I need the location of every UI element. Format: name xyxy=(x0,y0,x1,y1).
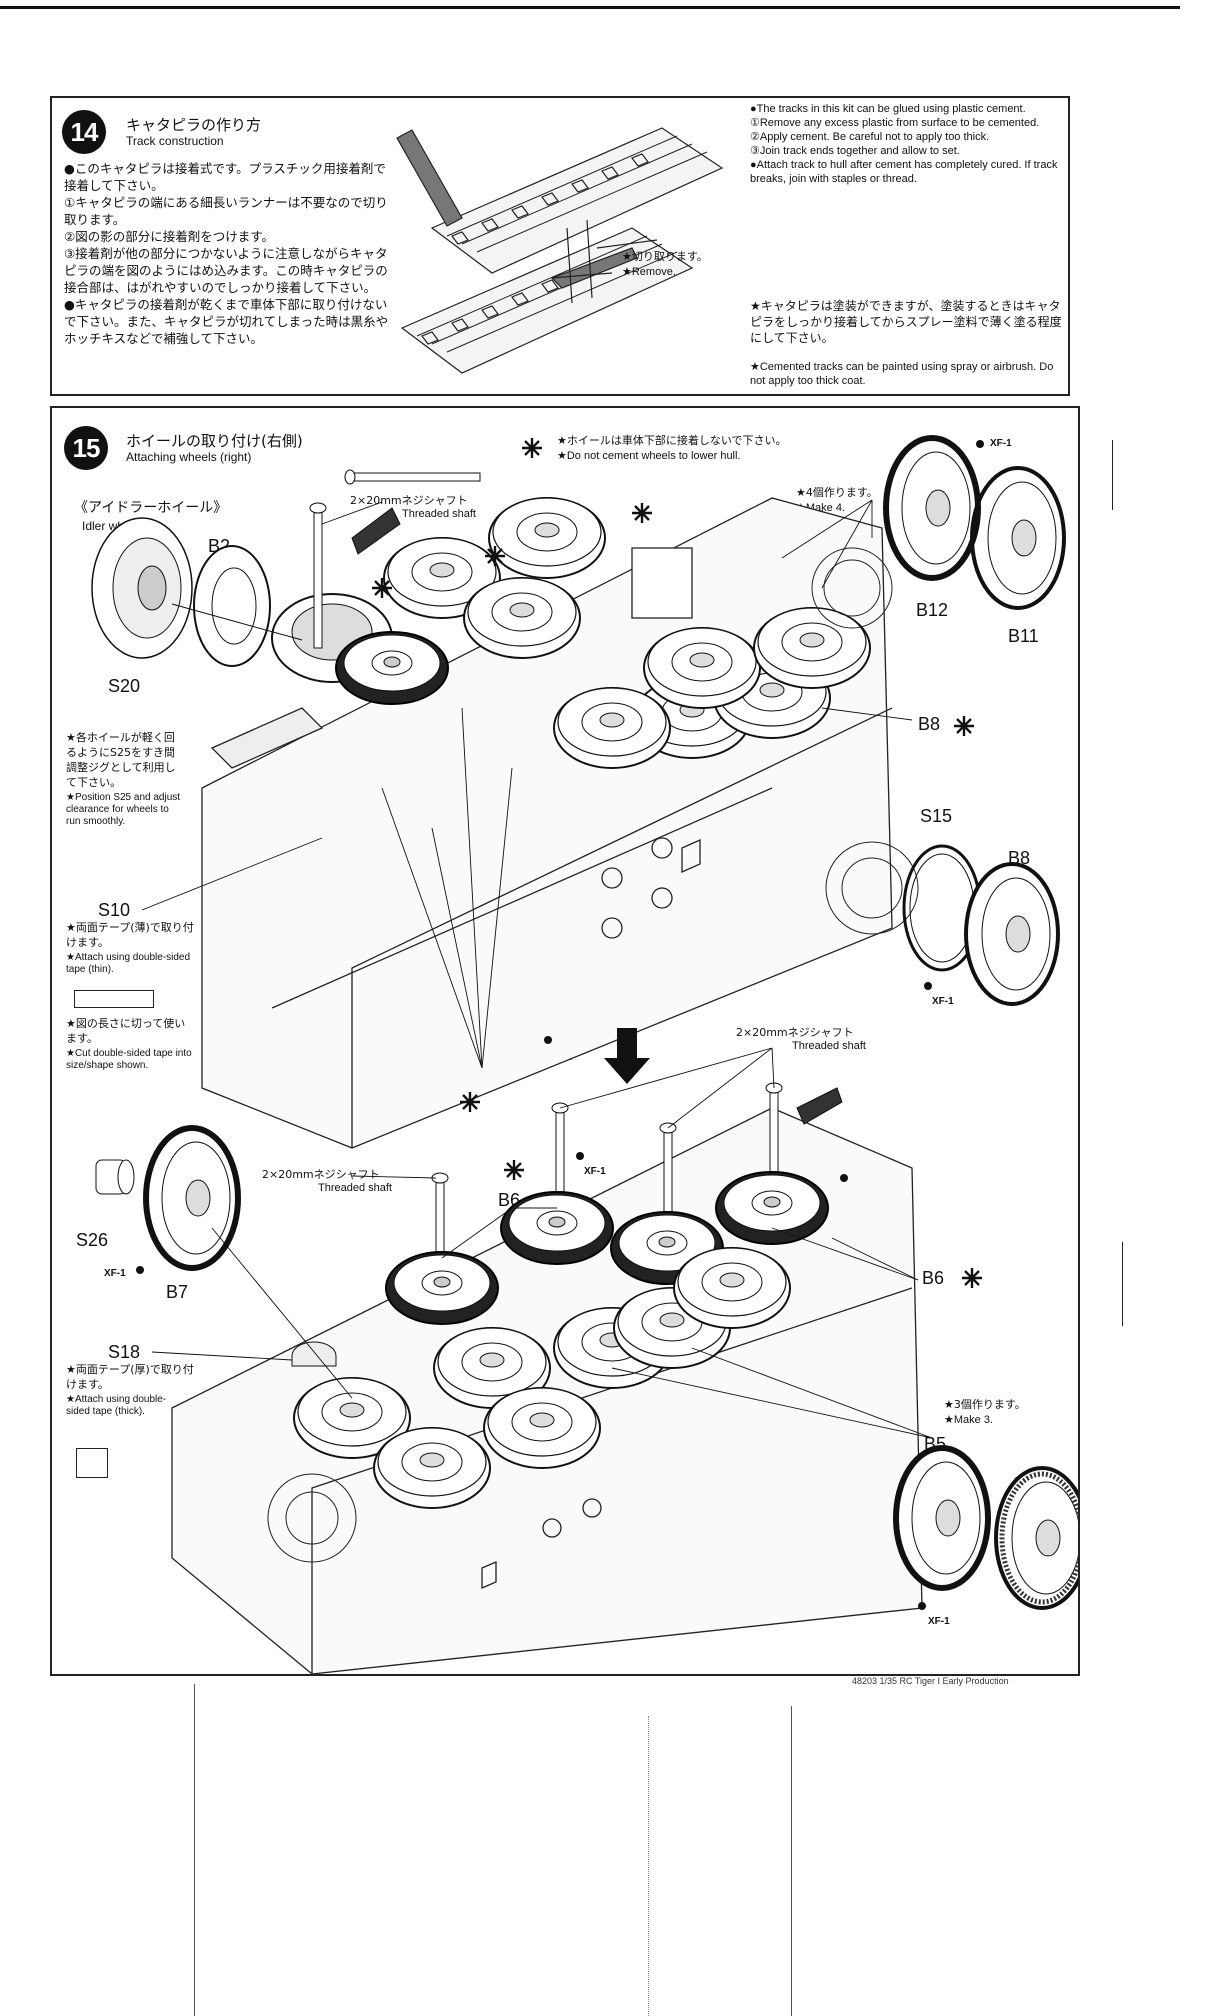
top-rule xyxy=(0,6,1180,9)
step14-paint-jp: ★キャタピラは塗装ができますが、塗装するときはキャタピラをしっかり接着してからス… xyxy=(750,299,1062,345)
part-S18: S18 xyxy=(108,1342,141,1362)
step15-panel: 15 ホイールの取り付け(右側) Attaching wheels (right… xyxy=(50,406,1080,1676)
margin-mark-1 xyxy=(1112,440,1113,510)
step14-title-jp: キャタピラの作り方 xyxy=(126,116,262,134)
page-footer: 48203 1/35 RC Tiger I Early Production xyxy=(852,1676,1009,1686)
step14-remove-en: ★Remove. xyxy=(622,266,676,278)
part-S26: S26 xyxy=(76,1230,109,1250)
step14-badge: 14 xyxy=(62,110,106,154)
step14-title-en: Track construction xyxy=(126,134,224,148)
jig-note-en: ★Position S25 and adjust clearance for w… xyxy=(66,792,181,827)
tape-thick-shape xyxy=(76,1448,108,1478)
shaft-label-1-jp: 2×20mmネジシャフト xyxy=(350,494,468,507)
step14-body-jp: ●このキャタピラは接着式です。プラスチック用接着剤で接着して下さい。 ①キャタピ… xyxy=(64,161,389,346)
paint-xf1-f: XF-1 xyxy=(104,1268,126,1279)
part-S20: S20 xyxy=(108,676,141,696)
no-cement-note-jp: ★ホイールは車体下部に接着しないで下さい。 xyxy=(557,434,787,447)
wheel-assembly-illustration xyxy=(91,435,1078,1674)
step14-panel: 14 キャタピラの作り方 Track construction ●このキャタピラ… xyxy=(50,96,1070,396)
shaft-label-1-en: Threaded shaft xyxy=(402,508,476,520)
part-B8-top: B8 xyxy=(918,714,941,734)
shaft-label-3-en: Threaded shaft xyxy=(318,1182,392,1194)
shaft-label-2-jp: 2×20mmネジシャフト xyxy=(736,1026,854,1039)
idler-title-jp: 《アイドラーホイール》 xyxy=(74,500,228,516)
divider-left xyxy=(194,1684,195,2016)
cut-note-jp: ★図の長さに切って使います。 xyxy=(66,1017,186,1045)
step15-badge: 15 xyxy=(64,426,108,470)
step14-paint-en: ★Cemented tracks can be painted using sp… xyxy=(750,361,1054,387)
tape-thick-en: ★Attach using double-sided tape (thick). xyxy=(66,1394,167,1417)
tape-thick-jp: ★両面テープ(厚)で取り付けます。 xyxy=(66,1363,194,1391)
paint-xf1-d: XF-1 xyxy=(584,1166,606,1177)
part-B7-left: B7 xyxy=(166,1282,189,1302)
make3-jp: ★3個作ります。 xyxy=(944,1398,1026,1411)
shaft-label-2-en: Threaded shaft xyxy=(792,1040,866,1052)
part-S10: S10 xyxy=(98,900,131,920)
part-B12: B12 xyxy=(916,600,949,620)
cut-note-en: ★Cut double-sided tape into size/shape s… xyxy=(66,1048,192,1071)
tape-thin-jp: ★両面テープ(薄)で取り付けます。 xyxy=(66,921,194,949)
tape-thin-en: ★Attach using double-sided tape (thin). xyxy=(66,952,191,975)
no-cement-note-en: ★Do not cement wheels to lower hull. xyxy=(557,450,741,462)
track-illustration xyxy=(396,127,724,374)
step14-remove-jp: ★切り取ります。 xyxy=(622,250,708,263)
make3-en: ★Make 3. xyxy=(944,1414,993,1426)
part-B6-right: B6 xyxy=(922,1268,945,1288)
paint-xf1-a: XF-1 xyxy=(990,438,1012,449)
paint-xf1-b: XF-1 xyxy=(932,996,954,1007)
tape-thin-shape xyxy=(74,990,154,1008)
center-dotted-line xyxy=(648,1716,649,2016)
step15-title-jp: ホイールの取り付け(右側) xyxy=(126,432,303,450)
part-S15: S15 xyxy=(920,806,953,826)
step15-title-en: Attaching wheels (right) xyxy=(126,450,252,464)
step14-body-en: ●The tracks in this kit can be glued usi… xyxy=(750,103,1058,185)
jig-note-jp: ★各ホイールが軽く回るようにS25をすき間調整ジグとして利用して下さい。 xyxy=(66,731,176,789)
shaft-label-3-jp: 2×20mmネジシャフト xyxy=(262,1168,380,1181)
make4-jp: ★4個作ります。 xyxy=(796,486,878,499)
paint-xf1-g: XF-1 xyxy=(928,1616,950,1627)
part-B11: B11 xyxy=(1008,626,1039,646)
divider-right xyxy=(791,1706,792,2016)
margin-mark-2 xyxy=(1122,1242,1123,1326)
